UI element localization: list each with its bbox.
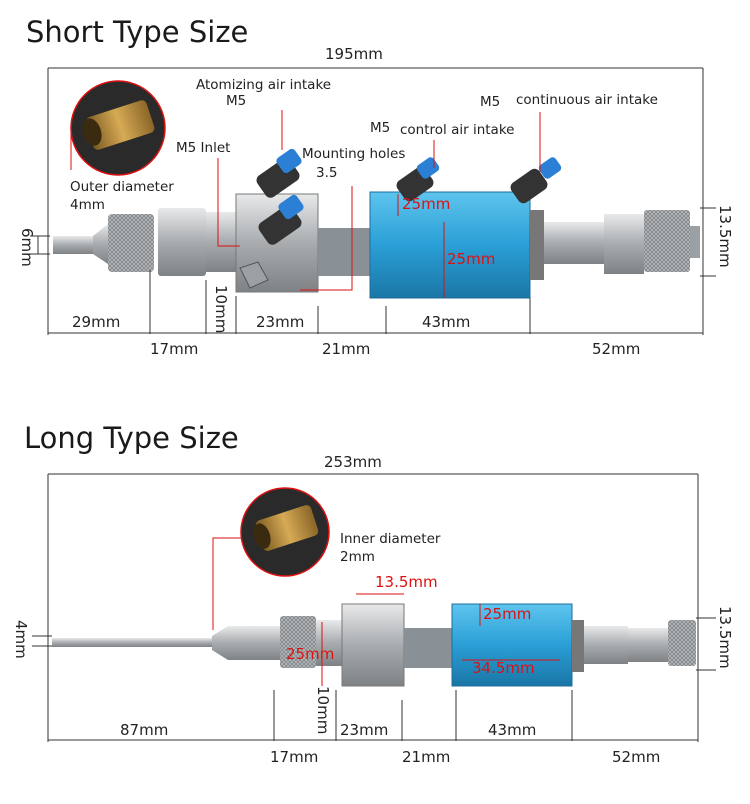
short-dim-13-5mm: 13.5mm — [716, 205, 734, 268]
short-control-m5: M5 — [370, 120, 390, 136]
long-dim-23mm: 23mm — [340, 721, 388, 739]
long-title: Long Type Size — [24, 421, 239, 455]
long-inner-value: 2mm — [340, 549, 375, 565]
long-dim-43mm: 43mm — [488, 721, 536, 739]
short-continuous-label: continuous air intake — [516, 92, 658, 108]
short-title: Short Type Size — [26, 15, 248, 49]
long-dim-21mm: 21mm — [402, 748, 450, 766]
short-dim-6mm: 6mm — [18, 228, 36, 267]
short-outer-value: 4mm — [70, 197, 105, 213]
long-nozzle-detail-circle — [240, 487, 330, 577]
short-mounting-label: Mounting holes — [302, 146, 405, 162]
short-dim-29mm: 29mm — [72, 313, 120, 331]
short-mounting-value: 3.5 — [316, 165, 337, 181]
long-dim-4mm: 4mm — [12, 620, 30, 659]
short-total-dim: 195mm — [325, 45, 383, 63]
long-dim-34-5mm: 34.5mm — [472, 659, 535, 677]
long-dim-17mm: 17mm — [270, 748, 318, 766]
short-inlet-label: M5 Inlet — [176, 140, 230, 156]
short-dim-25mm-side: 25mm — [447, 250, 495, 268]
short-control-label: control air intake — [400, 122, 514, 138]
short-atomizing-label: Atomizing air intake — [196, 77, 331, 93]
long-dim-52mm: 52mm — [612, 748, 660, 766]
long-dim-10mm: 10mm — [314, 686, 332, 734]
short-valve-illustration — [53, 148, 700, 299]
short-nozzle-detail-circle — [70, 80, 166, 176]
long-dim-25mm-top: 25mm — [483, 605, 531, 623]
short-dim-23mm: 23mm — [256, 313, 304, 331]
long-dim-25mm-left: 25mm — [286, 645, 334, 663]
long-dim-13-5mm: 13.5mm — [716, 606, 734, 669]
long-dim-13-5mm-red: 13.5mm — [375, 573, 438, 591]
short-dim-17mm: 17mm — [150, 340, 198, 358]
long-inner-label: Inner diameter — [340, 531, 441, 547]
short-atomizing-m5: M5 — [226, 93, 246, 109]
long-dim-87mm: 87mm — [120, 721, 168, 739]
long-valve-illustration — [52, 603, 696, 687]
short-outer-label: Outer diameter — [70, 179, 174, 195]
short-dim-25mm-top: 25mm — [402, 195, 450, 213]
short-dim-52mm: 52mm — [592, 340, 640, 358]
short-dim-21mm: 21mm — [322, 340, 370, 358]
long-total-dim: 253mm — [324, 453, 382, 471]
short-dim-10mm: 10mm — [212, 285, 230, 333]
short-continuous-m5: M5 — [480, 94, 500, 110]
short-dim-43mm: 43mm — [422, 313, 470, 331]
